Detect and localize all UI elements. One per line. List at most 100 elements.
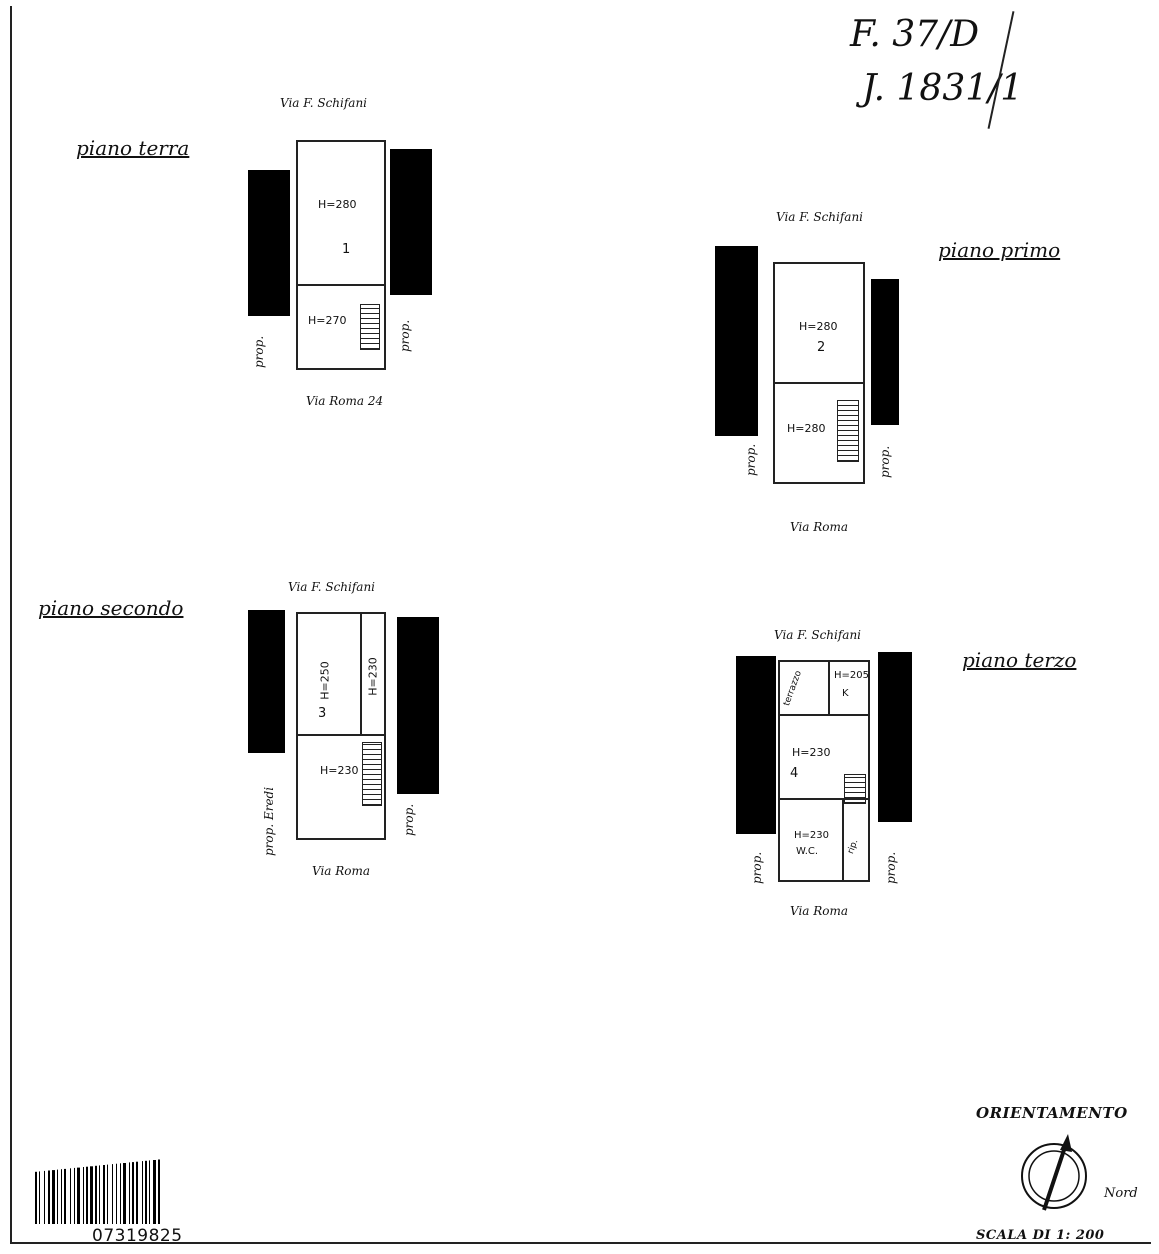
barcode-bar [61,1169,62,1224]
br-room-low-height: H=230 [794,830,829,841]
br-side-left: prop. [750,851,764,884]
plan-title-piano-primo: piano primo [938,238,1061,262]
barcode-bar [129,1162,130,1224]
bl-partition [298,734,384,736]
compass-rose-icon [1021,1134,1087,1211]
scale-label: SCALA DI 1: 200 [976,1228,1105,1243]
barcode-bar [39,1171,40,1224]
br-partition-mid [780,798,868,800]
br-room-top-small-k: K [842,688,849,699]
bl-redaction-right [397,617,439,794]
br-stairs [844,774,866,804]
br-redaction-right [878,652,912,822]
barcode-bar [90,1166,93,1224]
tr-room-upper-height: H=280 [799,320,838,333]
br-room-low-side: rip. [846,838,861,856]
plan-title-piano-terzo: piano terzo [962,648,1077,672]
barcode-bar [95,1165,97,1224]
tr-side-right: prop. [878,445,892,478]
barcode-number: 07319825 [92,1226,183,1246]
barcode-bar [74,1167,75,1224]
bl-room-upper-side-height: H=230 [366,657,380,696]
tl-room-upper-height: H=280 [318,198,357,211]
barcode-bar [99,1165,100,1224]
br-room-top-left: terrazzo [782,669,804,708]
br-top-street: Via F. Schifani [774,628,862,642]
br-bottom-street: Via Roma [790,904,849,918]
barcode-bar [132,1162,134,1224]
tr-partition [775,382,863,384]
tl-room-lower-height: H=270 [308,314,347,327]
br-redaction-left [736,656,776,834]
bl-room-lower-height: H=230 [320,764,359,777]
tr-top-street: Via F. Schifani [776,210,864,224]
barcode-bar [44,1170,45,1224]
barcode-bar [123,1163,126,1224]
barcode-bar [116,1163,117,1224]
compass-title: ORIENTAMENTO [976,1104,1128,1122]
header-ref-line1: F. 37/D [850,14,980,55]
barcode-bar [70,1168,71,1224]
br-room-mid-number: 4 [790,766,799,781]
bl-room-upper-number: 3 [318,706,327,721]
barcode-bar [83,1167,84,1224]
tl-room-upper-number: 1 [342,242,351,257]
tl-redaction-right [390,149,432,295]
compass-north-label: Nord [1104,1186,1138,1201]
tl-partition [298,284,384,286]
plan-title-piano-terra: piano terra [76,136,190,160]
br-room-mid-height: H=230 [792,746,831,759]
barcode-bar [112,1164,113,1224]
tr-redaction-right [871,279,899,425]
tr-stairs [837,400,859,462]
barcode-bar [64,1168,66,1224]
barcode-bar [149,1160,150,1224]
barcode-bar [48,1170,50,1224]
bl-room-upper-height: H=250 [318,661,332,700]
bl-side-right: prop. [402,803,416,836]
barcode-bar [120,1163,121,1224]
tr-room-upper-number: 2 [817,340,826,355]
barcode-bar [57,1169,58,1224]
bl-floor-plan: H=250 H=230 3 H=230 [296,612,386,840]
br-vertical-wall-low [842,798,844,880]
barcode-bar [136,1161,138,1224]
barcode-bar [158,1159,160,1224]
bl-vertical-wall [360,614,362,734]
barcode-bar [103,1165,105,1224]
tr-room-lower-height: H=280 [787,422,826,435]
bl-side-left: prop. Eredi [262,786,276,856]
barcode-bar [153,1160,156,1224]
tl-side-right: prop. [398,319,412,352]
plan-title-piano-secondo: piano secondo [38,596,184,620]
barcode-image [35,1159,160,1224]
br-room-low-wc: W.C. [796,846,819,857]
tr-floor-plan: H=280 2 H=280 [773,262,865,484]
barcode-bar [86,1166,88,1224]
bl-stairs [362,742,382,806]
tl-floor-plan: H=280 1 H=270 [296,140,386,370]
tr-side-left: prop. [744,443,758,476]
tl-side-left: prop. [252,335,266,368]
bl-top-street: Via F. Schifani [288,580,376,594]
sheet-border [10,6,1151,1244]
barcode-bar [107,1164,108,1224]
br-vertical-wall-top [828,662,830,714]
tr-redaction-left [715,246,758,436]
barcode-bar [145,1160,147,1224]
br-partition-top [780,714,868,716]
br-side-right: prop. [884,851,898,884]
tl-bottom-street: Via Roma 24 [306,394,384,408]
barcode-bar [77,1167,80,1224]
tr-bottom-street: Via Roma [790,520,849,534]
tl-stairs [360,304,380,350]
tl-redaction-left [248,170,290,316]
br-floor-plan: H=205 K terrazzo H=230 4 H=230 W.C. rip. [778,660,870,882]
barcode-bar [142,1161,143,1224]
barcode-bar [35,1171,37,1224]
tl-top-street: Via F. Schifani [280,96,368,110]
barcode-bar [52,1170,55,1224]
bl-bottom-street: Via Roma [312,864,371,878]
br-room-top-small-height: H=205 [834,670,869,681]
bl-redaction-left [248,610,285,753]
